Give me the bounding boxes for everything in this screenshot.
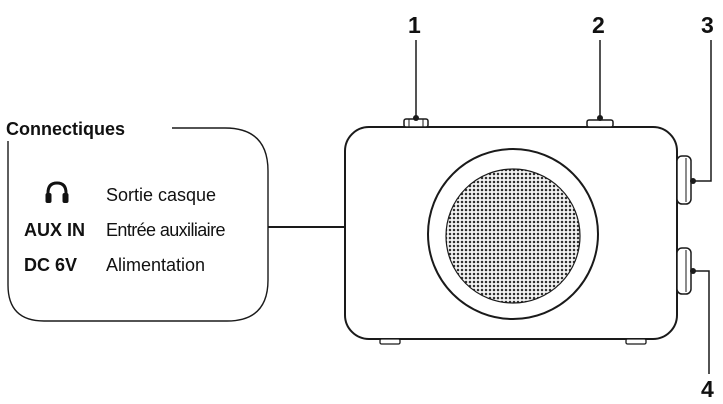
callout-number-4: 4 — [701, 376, 714, 402]
connector-label-dc: Alimentation — [106, 255, 206, 275]
control-4-knob — [676, 247, 696, 295]
leader-line-4 — [693, 270, 710, 374]
headphones-icon — [45, 181, 69, 203]
radio-foot-right — [625, 338, 647, 345]
connector-label-headphones: Sortie casque — [106, 185, 217, 205]
connector-code-dc: DC 6V — [24, 255, 78, 275]
speaker-grille — [445, 168, 581, 304]
control-1-knob — [403, 115, 429, 128]
callout-number-3: 3 — [701, 12, 714, 38]
radio-foot-left — [379, 338, 401, 345]
callout-number-2: 2 — [592, 12, 605, 38]
connector-code-aux: AUX IN — [24, 220, 86, 240]
connector-label-aux: Entrée auxiliaire — [106, 220, 225, 240]
connectiques-panel-frame — [7, 127, 269, 322]
control-2-button — [586, 115, 614, 128]
callout-number-1: 1 — [408, 12, 421, 38]
leader-line-3 — [693, 40, 712, 182]
panel-title: Connectiques — [6, 119, 126, 139]
control-3-knob — [676, 155, 696, 205]
